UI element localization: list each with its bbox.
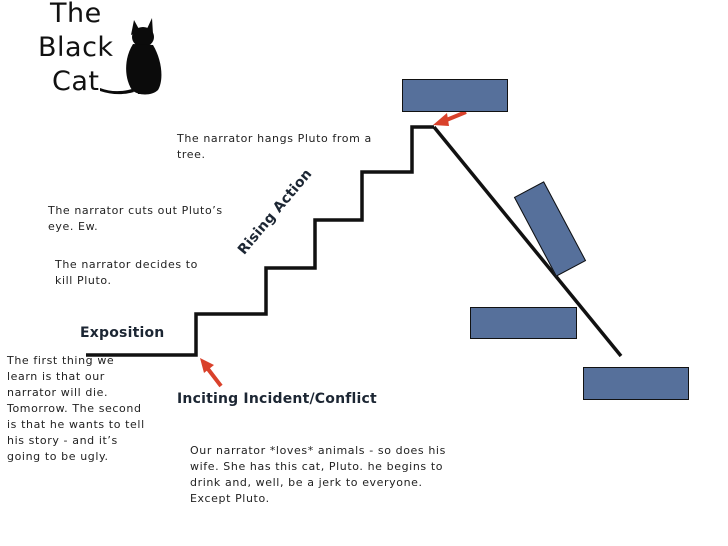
step3-note: The narrator hangs Pluto from a tree. bbox=[177, 132, 372, 161]
staircase-line bbox=[86, 125, 434, 357]
exposition-note: The first thing we learn is that our nar… bbox=[7, 354, 145, 463]
step2-note: The narrator cuts out Pluto’s eye. Ew. bbox=[48, 204, 223, 233]
title-line-3: Cat bbox=[52, 66, 100, 97]
title-line-2: Black bbox=[38, 32, 114, 63]
inciting-note: Our narrator *loves* animals - so does h… bbox=[190, 444, 446, 505]
resolution-box bbox=[583, 367, 689, 400]
falling-action-line bbox=[432, 125, 623, 358]
climax-box bbox=[402, 79, 508, 112]
inciting-arrow-icon bbox=[200, 358, 223, 388]
step1-note: The narrator decides to kill Pluto. bbox=[55, 258, 198, 287]
exposition-label: Exposition bbox=[80, 325, 165, 341]
falling-action-box-2 bbox=[470, 307, 577, 339]
title-line-1: The bbox=[50, 0, 102, 29]
climax-arrow-icon bbox=[433, 110, 467, 126]
black-cat-icon bbox=[100, 18, 162, 95]
inciting-incident-label: Inciting Incident/Conflict bbox=[177, 391, 377, 407]
